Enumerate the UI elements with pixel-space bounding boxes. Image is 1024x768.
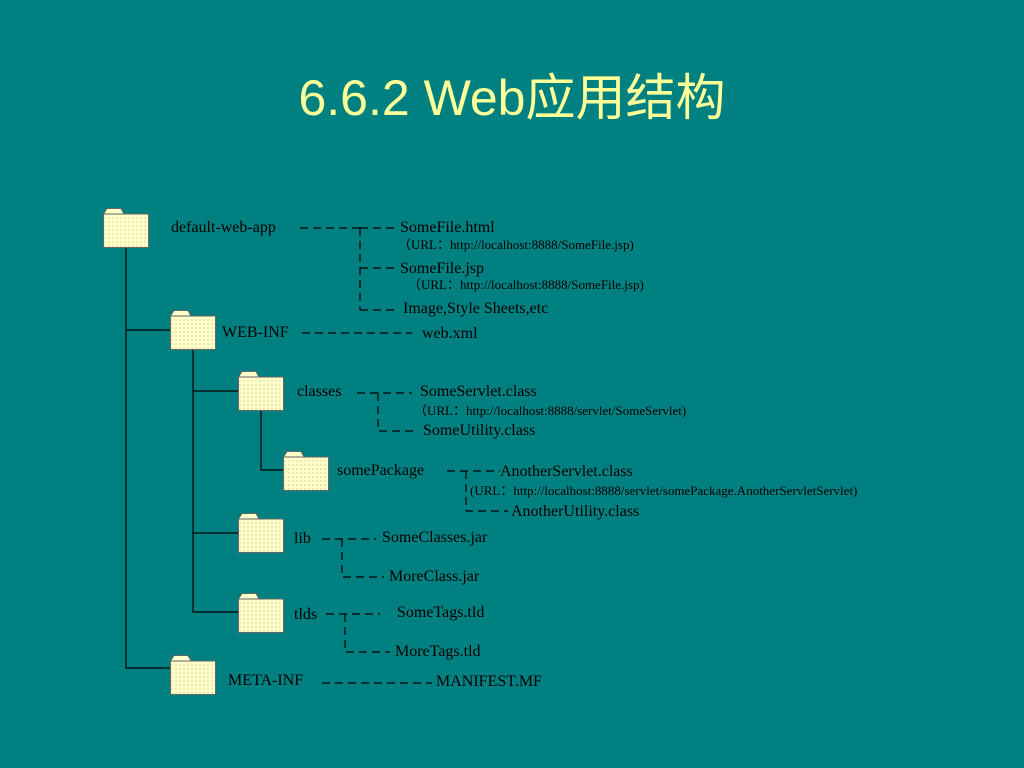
folder-label-lib: lib bbox=[294, 530, 311, 547]
classes-files-link bbox=[357, 392, 416, 432]
folder-label-some-package: somePackage bbox=[337, 462, 425, 479]
file-label: SomeServlet.class bbox=[420, 383, 537, 400]
file-label: AnotherUtility.class bbox=[511, 503, 640, 520]
file-label: AnotherServlet.class bbox=[500, 463, 633, 480]
root-files-link bbox=[300, 227, 398, 311]
folder-icon bbox=[103, 208, 149, 248]
folder-icon bbox=[170, 310, 216, 350]
folder-icon bbox=[238, 593, 284, 633]
folder-icon bbox=[238, 513, 284, 553]
file-label: SomeFile.jsp bbox=[400, 260, 485, 277]
root-trunk-line bbox=[125, 248, 171, 669]
lib-files-link bbox=[322, 538, 384, 578]
some-package-files-link bbox=[447, 470, 508, 512]
url-note: （URL：http://localhost:8888/servlet/SomeS… bbox=[414, 403, 687, 418]
folder-label-meta-inf: META-INF bbox=[228, 672, 304, 689]
file-label: web.xml bbox=[422, 325, 478, 342]
url-note: （URL：http://localhost:8888/SomeFile.jsp) bbox=[398, 237, 634, 252]
file-label: SomeClasses.jar bbox=[382, 529, 488, 546]
web-inf-trunk-line bbox=[192, 350, 238, 613]
file-label: MANIFEST.MF bbox=[436, 673, 542, 690]
folder-icon bbox=[170, 655, 216, 695]
file-label: MoreTags.tld bbox=[395, 643, 481, 660]
file-label: SomeUtility.class bbox=[423, 422, 536, 439]
tlds-files-link bbox=[326, 613, 390, 653]
folder-icon bbox=[238, 371, 284, 411]
file-label: Image,Style Sheets,etc bbox=[403, 300, 549, 317]
file-label: SomeFile.html bbox=[400, 219, 495, 236]
url-note: （URL：http://localhost:8888/SomeFile.jsp) bbox=[408, 277, 644, 292]
folder-label-root: default-web-app bbox=[171, 219, 276, 236]
file-label: MoreClass.jar bbox=[389, 568, 480, 585]
slide-title: 6.6.2 Web应用结构 bbox=[298, 70, 726, 126]
file-label: SomeTags.tld bbox=[397, 604, 485, 621]
classes-trunk-line bbox=[260, 411, 284, 471]
folder-icon bbox=[283, 451, 329, 491]
url-note: (URL：http://localhost:8888/servlet/someP… bbox=[470, 483, 858, 498]
folder-label-tlds: tlds bbox=[294, 606, 318, 623]
folder-label-web-inf: WEB-INF bbox=[222, 324, 289, 341]
folder-label-classes: classes bbox=[297, 383, 342, 400]
